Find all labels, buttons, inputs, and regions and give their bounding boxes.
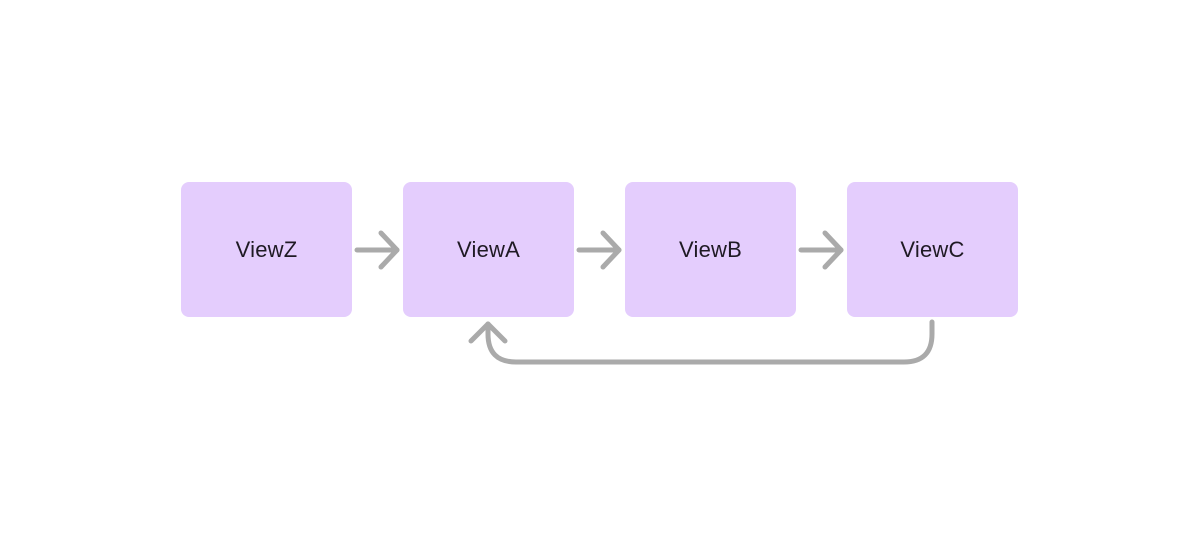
arrow-viewz-to-viewa xyxy=(354,230,400,270)
node-viewb: ViewB xyxy=(625,182,796,317)
node-viewz: ViewZ xyxy=(181,182,352,317)
node-label-viewz: ViewZ xyxy=(235,236,298,262)
node-label-viewb: ViewB xyxy=(679,236,742,262)
arrow-viewc-to-viewa xyxy=(468,319,935,365)
arrow-viewb-to-viewc xyxy=(798,230,844,270)
node-label-viewa: ViewA xyxy=(457,236,520,262)
arrow-viewa-to-viewb xyxy=(576,230,622,270)
node-viewc: ViewC xyxy=(847,182,1018,317)
node-viewa: ViewA xyxy=(403,182,574,317)
node-label-viewc: ViewC xyxy=(900,236,965,262)
